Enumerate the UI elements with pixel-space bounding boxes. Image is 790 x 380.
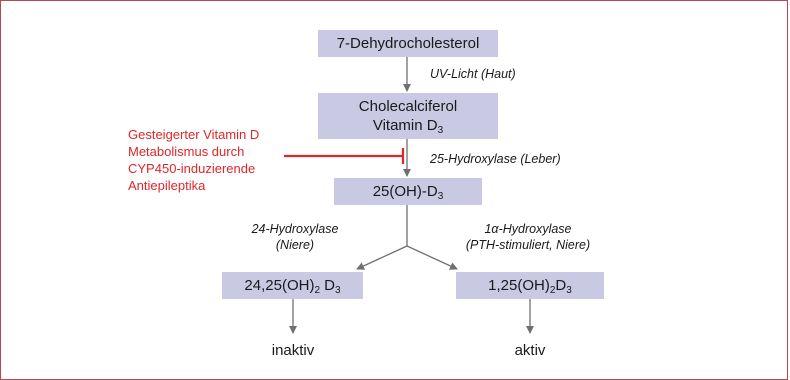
node-7-dehydrocholesterol: 7-Dehydrocholesterol <box>318 30 498 57</box>
label-uv-light: UV-Licht (Haut) <box>430 67 516 81</box>
note-line-1: Gesteigerter Vitamin D <box>128 127 260 142</box>
node-7-dehydrocholesterol-text: 7-Dehydrocholesterol <box>336 35 480 52</box>
outcome-active: aktiv <box>514 342 546 359</box>
node-24-25-oh2-d3: 24,25(OH)2 D3 <box>222 272 363 299</box>
node-cholecalciferol-line2: Vitamin D3 <box>372 117 444 136</box>
node-cholecalciferol-line1: Cholecalciferol <box>358 98 458 115</box>
antiepileptic-note: Gesteigerter Vitamin D Metabolismus durc… <box>128 126 259 194</box>
note-line-2: Metabolismus durch <box>128 144 245 159</box>
node-cholecalciferol: Cholecalciferol Vitamin D3 <box>318 93 498 139</box>
note-line-4: Antiepileptika <box>128 178 206 193</box>
label-25-hydroxylase: 25-Hydroxylase (Leber) <box>430 152 561 166</box>
label-24-hydroxylase: 24-Hydroxylase (Niere) <box>251 222 339 252</box>
arrow-to-24-25 <box>356 245 408 270</box>
node-1-25-oh2-d3: 1,25(OH)2D3 <box>456 272 604 299</box>
arrow-to-1-25 <box>406 245 458 270</box>
arrow-layer <box>284 57 534 334</box>
label-1a-hydroxylase: 1α-Hydroxylase (PTH-stimuliert, Niere) <box>465 222 591 252</box>
note-line-3: CYP450-induzierende <box>128 161 256 176</box>
outcome-inactive: inaktiv <box>271 342 315 359</box>
node-25oh-d3: 25(OH)-D3 <box>334 178 482 205</box>
